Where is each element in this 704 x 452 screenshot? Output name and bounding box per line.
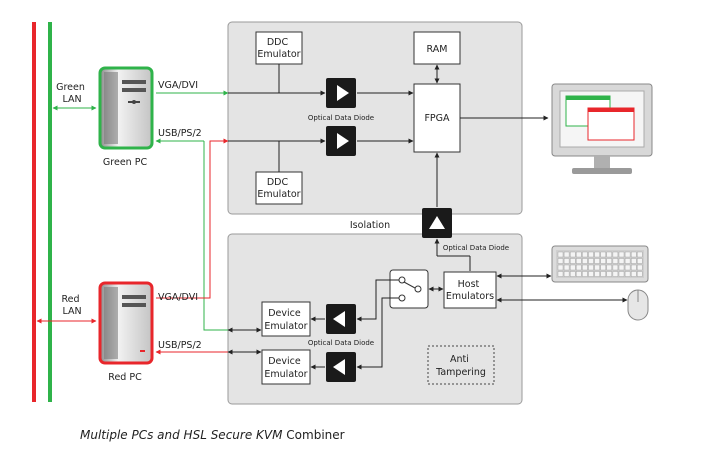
ram-box [413,31,461,65]
host-emulators-label: Host Emulators [446,279,494,302]
host-emulators-box [443,271,497,309]
green-usb-route [203,141,228,331]
optical-diode-upper-1 [326,78,356,108]
green-pc-icon [98,66,154,150]
red-lan-bar [32,22,36,402]
ddc-emulator-bottom-label: DDC Emulator [257,177,300,200]
optical-diode-lower-1 [326,304,356,334]
switch-to-diode1 [356,279,399,322]
monitor-icon [551,83,653,174]
ddc-emulator-top [255,31,303,65]
optical-diode-vertical-label: Optical Data Diode [443,244,509,252]
green-lan-bar [48,22,52,402]
figure-caption: Multiple PCs and HSL Secure KVM Combiner [80,428,345,442]
keyboard-keys [557,251,643,277]
red-vga-label: VGA/DVI [158,292,198,303]
optical-diode-upper-label: Optical Data Diode [308,114,374,122]
optical-diode-lower-label: Optical Data Diode [308,339,374,347]
optical-diode-lower-2 [326,352,356,382]
mouse-icon [627,289,649,321]
red-usb-label: USB/PS/2 [158,340,202,351]
isolation-label: Isolation [350,220,390,231]
ram-label: RAM [427,44,448,55]
fpga-box [413,83,461,153]
red-pc-icon [98,281,154,365]
green-pc-label: Green PC [103,157,148,168]
red-lan-label: Red LAN [61,294,82,317]
device-emulator-bottom [261,349,311,385]
green-usb-label: USB/PS/2 [158,128,202,139]
optical-diode-upper-2 [326,126,356,156]
switch-to-diode2 [356,297,399,370]
device-emulator-top [261,301,311,337]
caption-italic: Multiple PCs and HSL Secure KVM [80,428,283,442]
anti-tampering-box [427,345,495,385]
fpga-label: FPGA [424,113,450,124]
ddc-emulator-bottom [255,171,303,205]
anti-tampering-label: Anti Tampering [435,354,486,378]
device-emulator-bottom-label: Device Emulator [264,356,307,380]
green-vga-label: VGA/DVI [158,80,198,91]
red-vga-line [156,138,229,299]
green-lan-label: Green LAN [56,82,88,105]
ddc-emulator-top-label: DDC Emulator [257,37,300,60]
red-pc-label: Red PC [108,372,142,383]
device-emulator-top-label: Device Emulator [264,308,307,332]
switch-icon [389,269,429,309]
optical-diode-vertical [422,208,452,238]
caption-normal: Combiner [286,428,345,442]
